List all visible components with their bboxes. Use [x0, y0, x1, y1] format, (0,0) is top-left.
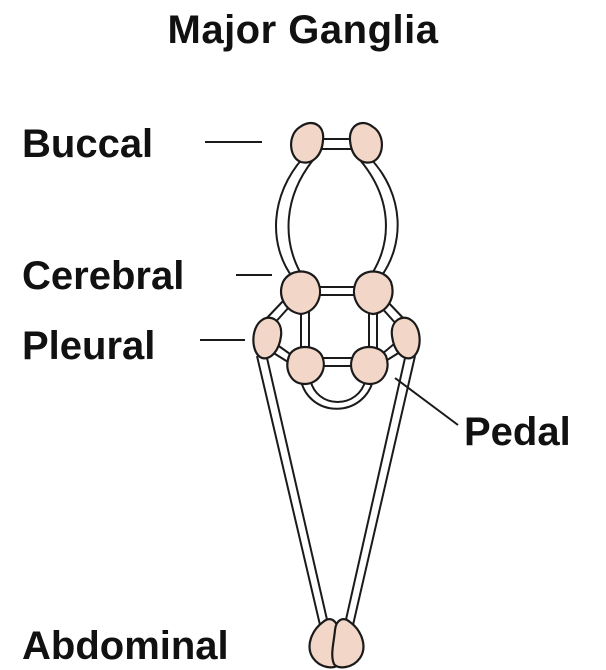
cerebral-ganglion-right	[354, 272, 392, 315]
buccal-ganglion-left	[291, 123, 323, 163]
connectives	[257, 139, 415, 625]
label-cerebral: Cerebral	[22, 256, 184, 296]
label-buccal: Buccal	[22, 124, 153, 164]
pedal-ganglion-right	[351, 347, 387, 384]
label-abdominal: Abdominal	[22, 626, 229, 666]
leader-lines	[200, 142, 458, 425]
cerebral-ganglion-left	[281, 272, 320, 315]
label-pleural: Pleural	[22, 326, 155, 366]
label-pedal: Pedal	[464, 412, 571, 452]
pleural-ganglion-left	[253, 318, 281, 359]
buccal-ganglion-right	[350, 123, 382, 163]
pleural-ganglion-right	[392, 318, 420, 359]
abdominal-ganglion-right	[332, 619, 363, 667]
pedal-ganglion-left	[287, 347, 323, 384]
